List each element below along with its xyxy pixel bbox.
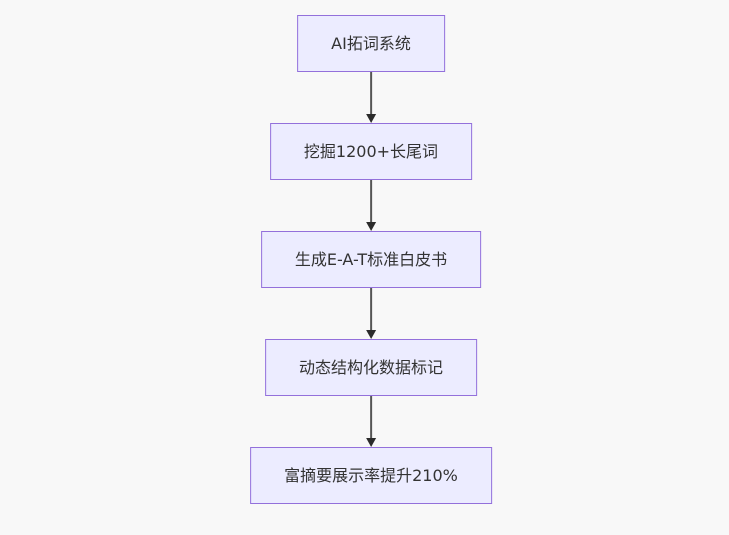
flowchart: AI拓词系统 挖掘1200+长尾词 生成E-A-T标准白皮书 动态结构化数据标记…	[250, 15, 492, 504]
flow-node-structured-data-markup: 动态结构化数据标记	[264, 339, 477, 396]
flow-node-eat-whitepaper: 生成E-A-T标准白皮书	[260, 231, 482, 288]
flow-arrow-4	[366, 396, 376, 447]
arrow-line	[370, 288, 372, 330]
flow-node-longtail-mining: 挖掘1200+长尾词	[269, 123, 473, 180]
arrow-line	[370, 396, 372, 438]
arrowhead-down-icon	[366, 114, 376, 123]
flow-arrow-3	[366, 288, 376, 339]
arrow-line	[370, 180, 372, 222]
arrow-line	[370, 72, 372, 114]
arrowhead-down-icon	[366, 222, 376, 231]
flow-node-ai-keyword-system: AI拓词系统	[297, 15, 445, 72]
arrowhead-down-icon	[366, 438, 376, 447]
flow-arrow-1	[366, 72, 376, 123]
flow-arrow-2	[366, 180, 376, 231]
flow-node-rich-snippet-result: 富摘要展示率提升210%	[250, 447, 492, 504]
arrowhead-down-icon	[366, 330, 376, 339]
